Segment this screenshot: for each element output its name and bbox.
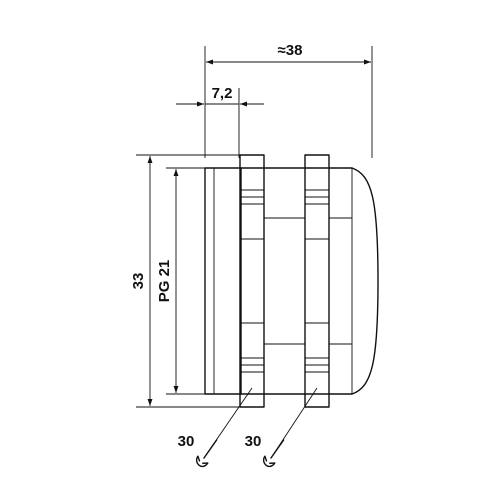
hex-nut-body-outline	[239, 154, 265, 408]
overall-length-label: ≈38	[278, 42, 303, 59]
hex-nut-body	[239, 154, 265, 408]
threaded-section	[204, 167, 242, 395]
hex-nut-seal-outline	[304, 154, 330, 408]
cable-gland-body	[204, 154, 379, 408]
hex-nut-seal	[304, 154, 330, 408]
wrench-callout-2: 30	[245, 387, 318, 468]
dome-cap	[351, 167, 379, 395]
thread-size-label: PG 21	[156, 260, 173, 303]
wrench-size-label-2: 30	[245, 433, 262, 450]
thread-length-dimension: 7,2	[176, 85, 264, 158]
thread-size-dimension: PG 21	[156, 167, 205, 395]
wrench-size-label-1: 30	[178, 433, 195, 450]
hex-chamfer-lines	[240, 357, 264, 373]
hex-chamfer-lines	[305, 357, 329, 373]
wrench-icon	[196, 439, 218, 468]
overall-length-dimension: ≈38	[204, 42, 373, 158]
wrench-icon	[263, 439, 285, 468]
thread-length-label: 7,2	[212, 85, 233, 102]
hex-chamfer-lines	[240, 189, 264, 205]
outer-height-label: 33	[130, 273, 147, 290]
hex-chamfer-lines	[305, 189, 329, 205]
wrench-callout-1: 30	[178, 387, 253, 468]
outer-height-dimension: 33	[130, 154, 244, 408]
